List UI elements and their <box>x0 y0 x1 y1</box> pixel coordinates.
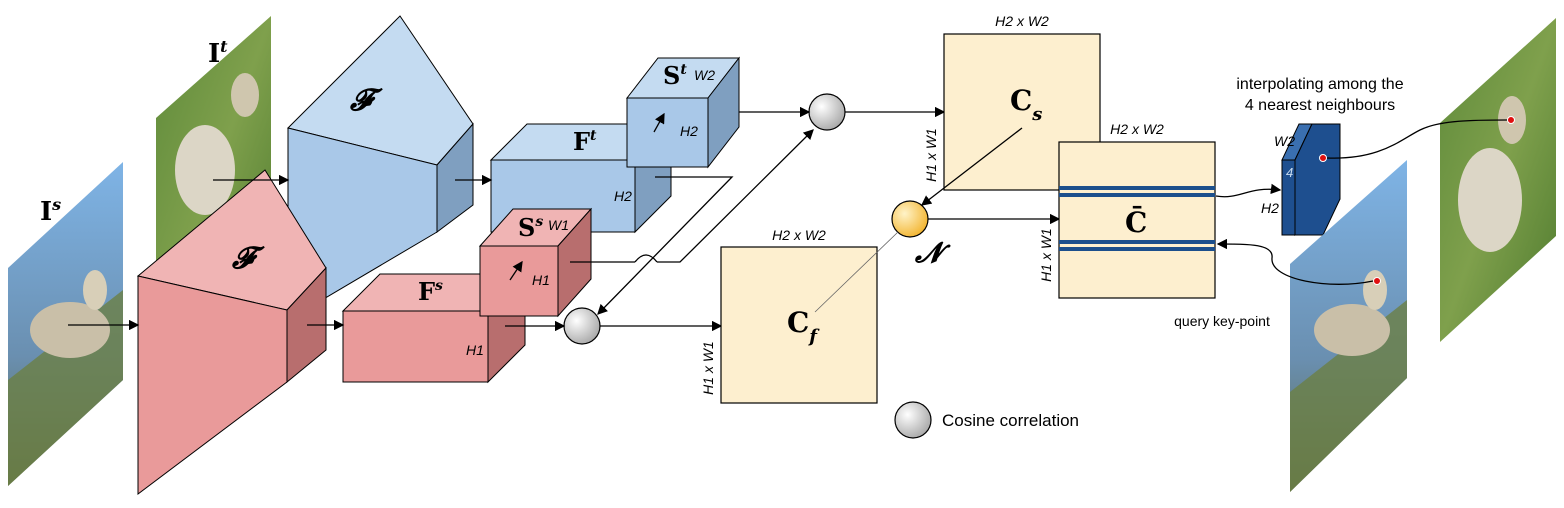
ss-h1: H1 <box>532 272 550 288</box>
legend-icon <box>894 401 932 439</box>
query-caption: query key-point <box>1174 313 1270 329</box>
result-target-image <box>1440 18 1556 342</box>
normalization-node <box>891 200 929 238</box>
interp-point <box>1319 154 1327 162</box>
interp-cube <box>1281 123 1341 237</box>
ss-w1: W1 <box>548 217 569 233</box>
scale-target-box <box>625 56 741 169</box>
interp-h2: H2 <box>1261 200 1279 216</box>
source-image-label: Is <box>40 195 61 227</box>
corr-final-stripe-4 <box>1059 247 1215 251</box>
cf-h2xw2: H2 x W2 <box>772 227 826 243</box>
target-image-label: It <box>208 37 228 69</box>
cf-h1xw1: H1 x W1 <box>700 341 716 395</box>
corr-final-stripe-1 <box>1059 186 1215 190</box>
corr-final-matrix <box>1058 141 1216 299</box>
feature-target-label: Ft <box>573 127 597 156</box>
feature-source-label: Fs <box>418 277 443 306</box>
ft-h2: H2 <box>614 188 632 204</box>
cosine-corr-bottom <box>563 307 601 345</box>
corr-final-stripe-3 <box>1059 240 1215 244</box>
result-source-image <box>1290 160 1407 492</box>
interp-caption-line1: interpolating among the <box>1236 76 1403 93</box>
arrow-ft-to-st <box>653 112 665 133</box>
scale-source-box <box>478 207 593 318</box>
interp-caption-line2: 4 nearest neighbours <box>1245 97 1395 114</box>
source-image <box>8 162 123 486</box>
cosine-corr-top <box>808 93 846 131</box>
scale-source-label: Ss <box>518 213 543 242</box>
corr-final-label: C̄ <box>1125 205 1147 239</box>
st-w2: W2 <box>694 67 715 83</box>
arrow-fs-to-ss <box>509 260 523 281</box>
cs-h1xw1: H1 x W1 <box>923 128 939 182</box>
arrow-cs-to-norm <box>920 127 1023 206</box>
arrow-ft-to-corr <box>597 176 734 315</box>
cbar-h1xw1: H1 x W1 <box>1038 228 1054 282</box>
curve-cube-to-target <box>1326 119 1508 159</box>
cbar-h2xw2: H2 x W2 <box>1110 121 1164 137</box>
norm-symbol: 𝓝 <box>914 236 951 269</box>
st-h2: H2 <box>680 123 698 139</box>
legend-label: Cosine correlation <box>942 411 1079 430</box>
scale-target-label: St <box>663 61 687 90</box>
interp-w2: W2 <box>1274 133 1295 149</box>
fs-h1: H1 <box>466 342 484 358</box>
arrow-ss-to-corr <box>657 129 814 263</box>
arrow-cbar-to-cube <box>1215 183 1282 198</box>
corr-final-stripe-2 <box>1059 193 1215 197</box>
result-target-point <box>1507 116 1515 124</box>
line-cf-to-norm <box>814 231 899 313</box>
interp-four: 4 <box>1286 165 1293 180</box>
cs-h2xw2: H2 x W2 <box>995 13 1049 29</box>
corr-feat-matrix <box>720 246 878 404</box>
result-source-point <box>1373 277 1381 285</box>
corr-scale-label: Cs <box>1010 84 1042 125</box>
line-hop <box>634 254 658 263</box>
encoder-source <box>136 169 327 496</box>
curve-query-to-cbar <box>1216 238 1374 285</box>
